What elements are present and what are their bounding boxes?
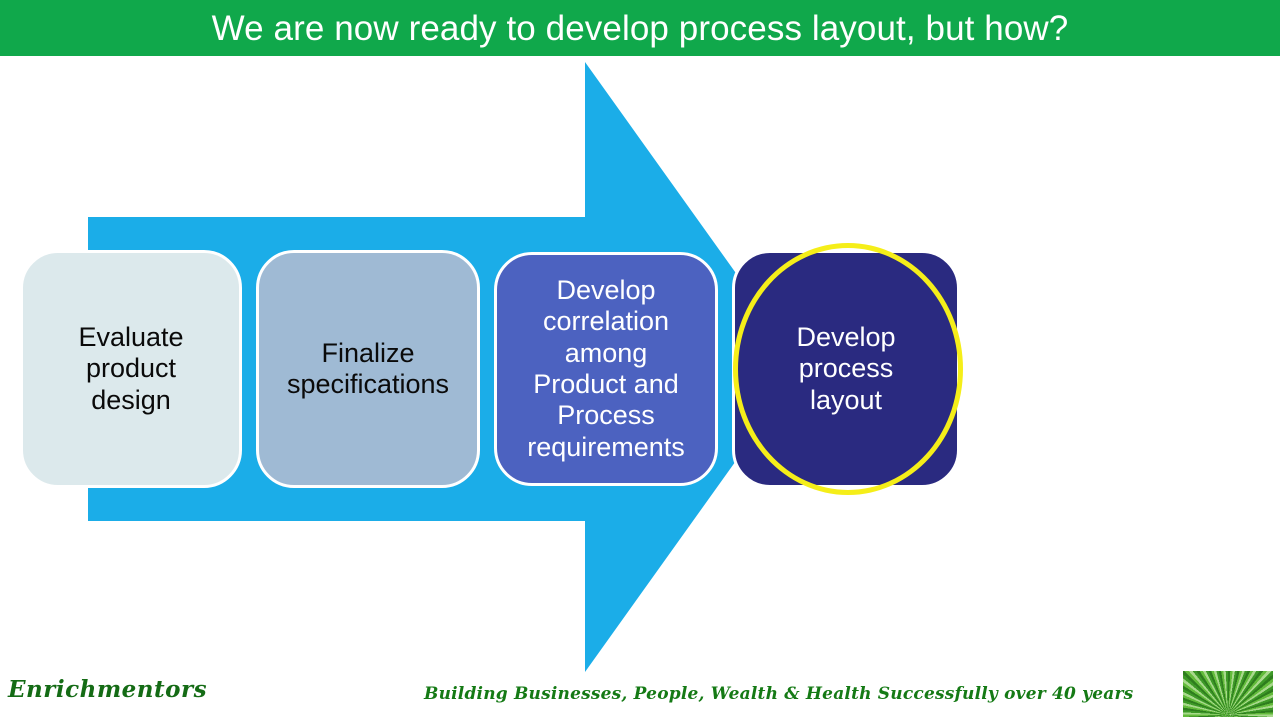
step-label-1: Evaluate product design [78,322,184,415]
footer-tagline: Building Businesses, People, Wealth & He… [424,684,1134,704]
step-box-develop-correlation[interactable]: Develop correlation among Product and Pr… [494,252,718,486]
footer-brand: Enrichmentors [8,676,208,703]
step-box-develop-process-layout[interactable]: Develop process layout [732,250,960,488]
step-box-finalize-specifications[interactable]: Finalize specifications [256,250,480,488]
step-label-3: Develop correlation among Product and Pr… [527,275,685,462]
title-banner: We are now ready to develop process layo… [0,0,1280,56]
step-label-4: Develop process layout [796,322,896,415]
page-title: We are now ready to develop process layo… [211,8,1069,48]
step-box-evaluate-product-design[interactable]: Evaluate product design [20,250,242,488]
green-starburst-logo-icon [1182,670,1274,718]
step-label-2: Finalize specifications [286,337,450,399]
